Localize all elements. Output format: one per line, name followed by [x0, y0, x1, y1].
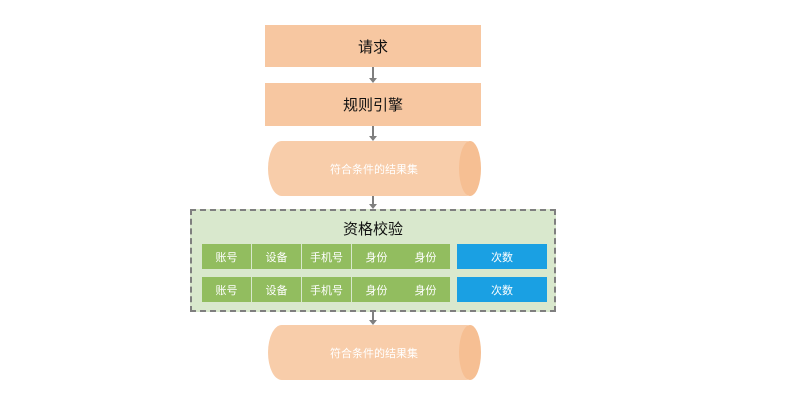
- field-cell-identity: 身份: [401, 277, 450, 302]
- result-set-cylinder-top: 符合条件的结果集: [268, 141, 481, 196]
- count-cell: 次数: [457, 277, 547, 302]
- field-cell-phone: 手机号: [302, 277, 351, 302]
- result-set-cylinder-bottom: 符合条件的结果集: [268, 325, 481, 380]
- qualification-check-title: 资格校验: [342, 220, 403, 238]
- arrow-check-to-result: [369, 312, 377, 325]
- field-cell-device: 设备: [252, 244, 301, 269]
- field-cell-account: 账号: [202, 244, 251, 269]
- arrow-request-to-engine: [369, 67, 377, 83]
- field-cell-account: 账号: [202, 277, 251, 302]
- arrow-engine-to-result: [369, 126, 377, 141]
- arrow-result-to-check: [369, 196, 377, 209]
- field-cell-phone: 手机号: [302, 244, 351, 269]
- field-cell-identity: 身份: [352, 277, 401, 302]
- field-cell-identity: 身份: [401, 244, 450, 269]
- count-cell: 次数: [457, 244, 547, 269]
- result-set-bottom-label: 符合条件的结果集: [330, 346, 418, 360]
- qualification-check-group: 资格校验 账号 设备 手机号 身份 身份 次数 账号 设备 手机号 身份 身份 …: [190, 209, 556, 312]
- field-cell-device: 设备: [252, 277, 301, 302]
- request-step: 请求: [265, 25, 481, 67]
- result-set-top-label: 符合条件的结果集: [330, 162, 418, 176]
- rule-engine-step: 规则引擎: [265, 83, 481, 126]
- request-step-label: 请求: [357, 37, 388, 56]
- field-cell-identity: 身份: [352, 244, 401, 269]
- rule-engine-step-label: 规则引擎: [342, 96, 403, 114]
